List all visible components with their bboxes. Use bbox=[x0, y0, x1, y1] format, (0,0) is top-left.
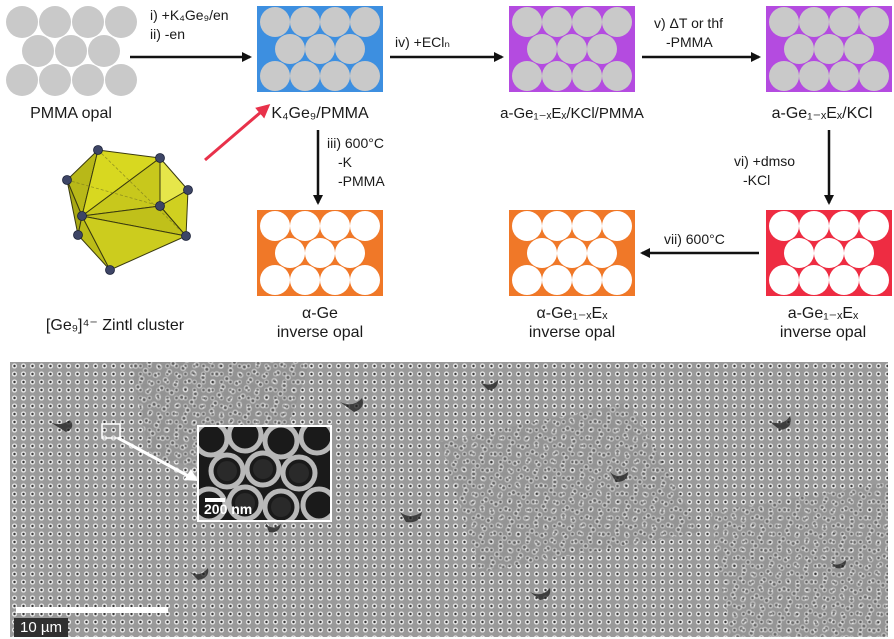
inset-pointer-arrowhead bbox=[184, 469, 198, 481]
alpha-ge-ex-inverse-opal bbox=[509, 210, 635, 296]
zintl-cluster-label: [Ge₉]⁴⁻ Zintl cluster bbox=[45, 317, 185, 334]
synthesis-scheme bbox=[6, 6, 892, 296]
step-iii-label: iii) 600°C bbox=[327, 135, 384, 151]
step-iii-pmma-label: -PMMA bbox=[338, 173, 385, 189]
inset-pointer-arrow bbox=[117, 436, 193, 480]
ge-kcl-pmma-label: a-Ge₁₋ₓEₓ/KCl/PMMA bbox=[500, 105, 644, 122]
a-ge-ex-inverse-opal bbox=[766, 210, 892, 296]
a-ge-ex-label: a-Ge₁₋ₓEₓ inverse opal bbox=[752, 304, 894, 342]
ge-kcl-composite bbox=[766, 6, 892, 92]
sem-micrograph: 10 µm 200 nm bbox=[10, 362, 888, 637]
a-ge-ex-line2: inverse opal bbox=[779, 324, 867, 341]
scale-bar-line bbox=[16, 607, 168, 613]
alpha-ge-ex-label: α-Ge₁₋ₓEₓ inverse opal bbox=[497, 304, 647, 342]
alpha-ge-ex-line1: α-Ge₁₋ₓEₓ bbox=[536, 305, 608, 322]
ge-kcl-pmma-composite bbox=[509, 6, 635, 92]
step-iv-label: iv) +EClₙ bbox=[395, 34, 450, 50]
ge-kcl-label: a-Ge₁₋ₓEₓ/KCl bbox=[771, 105, 873, 122]
step-vii-label: vii) 600°C bbox=[664, 231, 725, 247]
k4ge9-pmma-label: K₄Ge₉/PMMA bbox=[271, 105, 369, 122]
a-ge-ex-line1: a-Ge₁₋ₓEₓ bbox=[787, 305, 859, 322]
inset-scale-bar-text: 200 nm bbox=[204, 501, 253, 517]
step-v-sub-label: -PMMA bbox=[666, 34, 713, 50]
alpha-ge-ex-line2: inverse opal bbox=[528, 324, 616, 341]
alpha-ge-line2: inverse opal bbox=[276, 324, 364, 341]
alpha-ge-line1: α-Ge bbox=[302, 305, 338, 322]
k4ge9-pmma-composite bbox=[257, 6, 383, 92]
step-v-label: v) ΔT or thf bbox=[654, 15, 723, 31]
step-vi-label: vi) +dmso bbox=[734, 153, 796, 169]
alpha-ge-label: α-Ge inverse opal bbox=[245, 304, 395, 342]
scale-bar-text: 10 µm bbox=[14, 618, 68, 637]
sem-texture bbox=[10, 362, 888, 637]
step-iii-k-label: -K bbox=[338, 154, 352, 170]
zintl-cluster-polyhedron bbox=[62, 145, 193, 275]
step-vi-sub-label: -KCl bbox=[743, 172, 771, 188]
step-i-label: i) +K₄Ge₉/en bbox=[150, 7, 229, 23]
red-arrow bbox=[204, 104, 271, 162]
inset-pores bbox=[199, 427, 330, 520]
pmma-opal-label: PMMA opal bbox=[30, 105, 112, 122]
inset-source-box bbox=[101, 423, 121, 439]
alpha-ge-inverse-opal bbox=[257, 210, 383, 296]
pmma-opal-spheres bbox=[6, 6, 137, 96]
step-ii-label: ii) -en bbox=[150, 26, 186, 42]
sem-inset: 200 nm bbox=[197, 425, 332, 522]
